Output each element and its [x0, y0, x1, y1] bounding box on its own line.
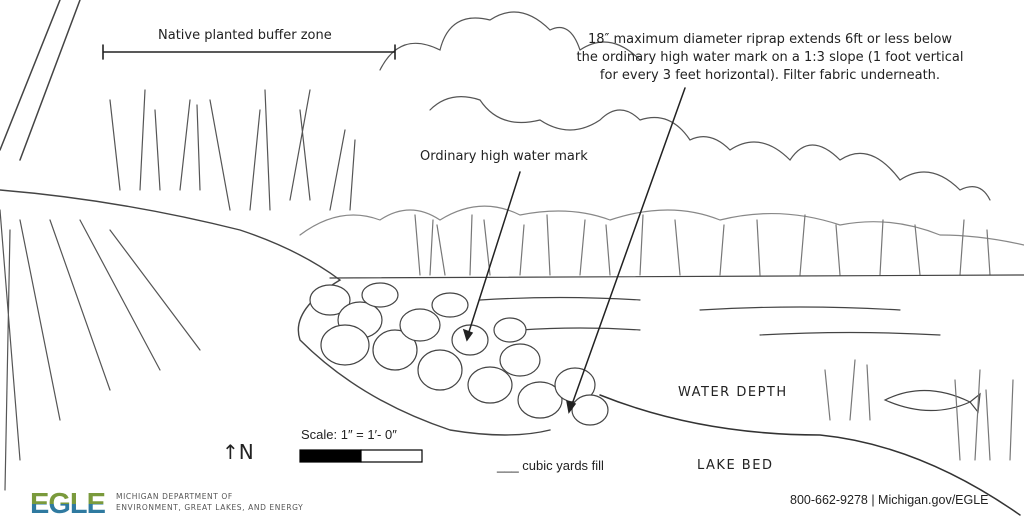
- lake-bed-line: [599, 394, 1021, 516]
- scale-bar: [299, 449, 423, 463]
- department-name: MICHIGAN DEPARTMENT OF ENVIRONMENT, GREA…: [116, 491, 303, 513]
- high-water-mark-label: Ordinary high water mark: [420, 149, 588, 164]
- dept-line: ENVIRONMENT, GREAT LAKES, AND ENERGY: [116, 503, 304, 512]
- contact-info: 800-662-9278 | Michigan.gov/EGLE: [790, 493, 989, 507]
- dept-line: MICHIGAN DEPARTMENT OF: [116, 492, 233, 501]
- north-indicator: ↑N: [222, 440, 254, 464]
- water-depth-label: WATER DEPTH: [678, 385, 788, 400]
- leader-arrows: [462, 87, 686, 414]
- tree-line: [299, 205, 1024, 246]
- fill-label: ___ cubic yards fill: [497, 458, 604, 473]
- riprap-rocks: [309, 282, 609, 426]
- fish: [883, 389, 981, 414]
- buffer-zone-label: Native planted buffer zone: [158, 28, 332, 43]
- background-reeds: [414, 214, 991, 276]
- scale-label: Scale: 1″ = 1′- 0″: [301, 427, 397, 442]
- foreground-reeds: [824, 359, 1014, 461]
- riprap-note: 18″ maximum diameter riprap extends 6ft …: [560, 31, 980, 85]
- buffer-zone-bracket: [102, 44, 396, 60]
- riprap-note-line: 18″ maximum diameter riprap extends 6ft …: [587, 32, 953, 47]
- lake-bed-label: LAKE BED: [697, 458, 774, 473]
- shore-bank: [0, 189, 551, 436]
- clouds: [379, 11, 991, 201]
- tree-trunk: [0, 0, 81, 161]
- riprap-note-line: for every 3 feet horizontal). Filter fab…: [599, 68, 941, 83]
- buffer-plants: [0, 89, 356, 491]
- egle-logo: EGLE: [30, 488, 106, 520]
- riprap-note-line: the ordinary high water mark on a 1:3 sl…: [576, 50, 964, 65]
- water-surface: [329, 274, 1024, 336]
